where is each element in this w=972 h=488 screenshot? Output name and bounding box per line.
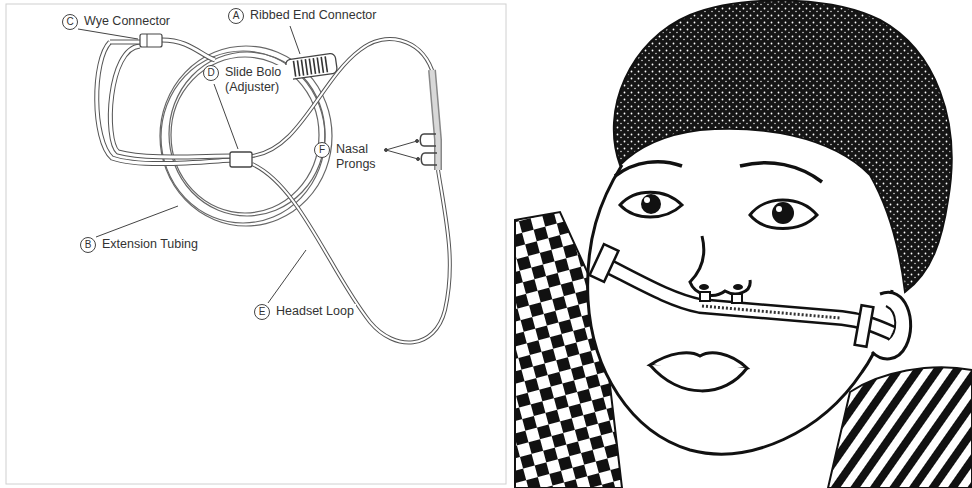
child-illustration (700, 292, 710, 301)
child-illustration (515, 1, 972, 488)
child-illustration (776, 206, 782, 212)
headset-loop (432, 70, 438, 170)
child-illustration (690, 236, 750, 295)
nasal-prongs (420, 134, 436, 146)
ribbed-connector (285, 53, 337, 80)
ribbed-connector (301, 60, 303, 76)
child-illustration (615, 162, 682, 176)
child-illustration (590, 244, 619, 282)
nasal-prongs (420, 134, 437, 165)
leader-line (386, 141, 417, 150)
child-illustration (855, 305, 874, 346)
ribbed-connector (293, 56, 327, 76)
leader-line (386, 150, 418, 159)
callout-node: E Headset Loop (254, 304, 356, 320)
part-label: Nasal Prongs (334, 142, 384, 172)
ribbed-connector (293, 61, 295, 77)
child-illustration (600, 262, 892, 333)
wye-connector (140, 34, 162, 47)
ribbed-connector (313, 58, 315, 74)
leader-line (96, 206, 178, 237)
headset-loop (432, 70, 438, 170)
part-label: Extension Tubing (100, 237, 200, 252)
child-illustration (702, 306, 840, 318)
callout-node: A Ribbed End Connector (228, 8, 378, 24)
child-illustration (772, 202, 794, 224)
leader-line (78, 29, 138, 39)
headset-loop (252, 164, 450, 343)
child-illustration (699, 284, 709, 290)
part-label: Wye Connector (82, 14, 172, 29)
leader-line (268, 250, 306, 303)
leader-line (290, 26, 300, 54)
extension-tubing (110, 40, 140, 45)
callout-letter: E (254, 304, 270, 320)
leader-line (417, 158, 420, 161)
child-illustration (732, 294, 742, 303)
ribbed-connector (305, 59, 307, 75)
child-illustration (644, 197, 650, 203)
part-label: Ribbed End Connector (248, 8, 378, 23)
extension-tubing (110, 46, 232, 157)
child-illustration (740, 163, 822, 182)
part-label: Slide Bolo (Adjuster) (223, 65, 293, 95)
callout-letter: D (203, 65, 219, 81)
ribbed-connector (297, 60, 299, 76)
child-illustration (641, 194, 661, 214)
callout-letter: F (314, 142, 330, 158)
wye-connector (140, 34, 162, 47)
leader-line (78, 26, 420, 303)
wye-connector (147, 34, 148, 47)
extension-tubing (110, 41, 140, 44)
headset-loop (252, 39, 438, 156)
child-illustration (620, 192, 682, 217)
callout-letter: A (228, 8, 244, 24)
child-illustration (650, 365, 747, 391)
ribbed-connector (325, 56, 327, 72)
headset-loop (252, 39, 438, 156)
callout-node: FNasal Prongs (314, 142, 384, 172)
callout-node: C Wye Connector (62, 14, 172, 30)
child-illustration (614, 1, 952, 292)
ribbed-connector (321, 57, 323, 73)
part-label: Headset Loop (274, 304, 356, 319)
nasal-prongs (421, 153, 437, 165)
extension-tubing (162, 40, 215, 60)
coiled-tubing (171, 57, 319, 213)
leader-line (385, 149, 388, 152)
panel-frame (6, 4, 506, 484)
child-illustration (588, 165, 892, 454)
callout-node: B Extension Tubing (80, 237, 200, 253)
callout-letter: B (80, 237, 96, 253)
child-illustration (600, 262, 892, 333)
child-illustration (750, 200, 817, 229)
child-illustration (733, 284, 743, 290)
headset-loop (252, 164, 450, 343)
callout-letter: C (62, 14, 78, 30)
extension-tubing (97, 40, 232, 164)
leader-line (416, 140, 419, 143)
callout-node: DSlide Bolo (Adjuster) (203, 65, 293, 95)
ribbed-connector (317, 58, 319, 74)
ribbed-connector (309, 59, 311, 75)
extension-tubing (162, 40, 215, 60)
extension-tubing (110, 46, 232, 157)
slide-bolo (230, 152, 252, 167)
slide-bolo (230, 152, 252, 167)
